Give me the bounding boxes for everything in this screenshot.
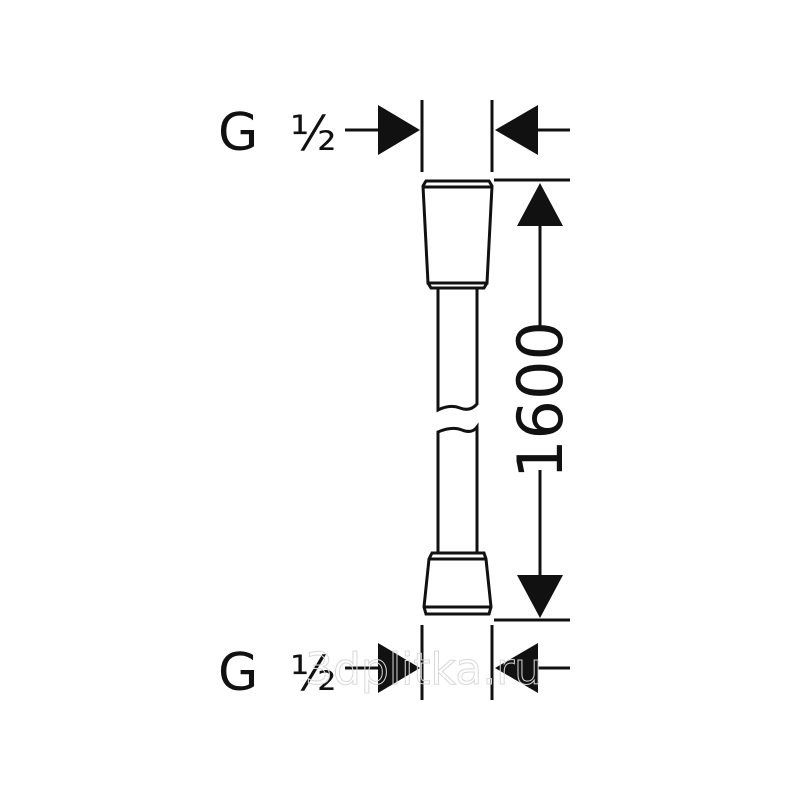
top-thread-g: G [218, 103, 258, 163]
hose-upper [436, 288, 479, 413]
arrow-up-icon [517, 183, 563, 226]
arrow-right-icon [378, 105, 420, 155]
top-fitting-band [424, 185, 491, 290]
top-thread-size: ½ [290, 106, 337, 162]
bottom-thread-g: G [218, 643, 258, 703]
length-dimension-value: 1600 [504, 321, 577, 479]
hose-lower [436, 422, 479, 553]
bottom-fitting-band [424, 557, 491, 609]
watermark: 3dplitka.ru [305, 644, 542, 695]
arrow-left-icon [495, 643, 538, 693]
top-fitting [421, 179, 494, 285]
bottom-fitting [422, 551, 493, 616]
arrow-right-icon [378, 643, 420, 693]
arrow-left-icon [495, 105, 538, 155]
arrow-down-icon [517, 575, 563, 618]
bottom-thread-size: ½ [290, 646, 337, 702]
